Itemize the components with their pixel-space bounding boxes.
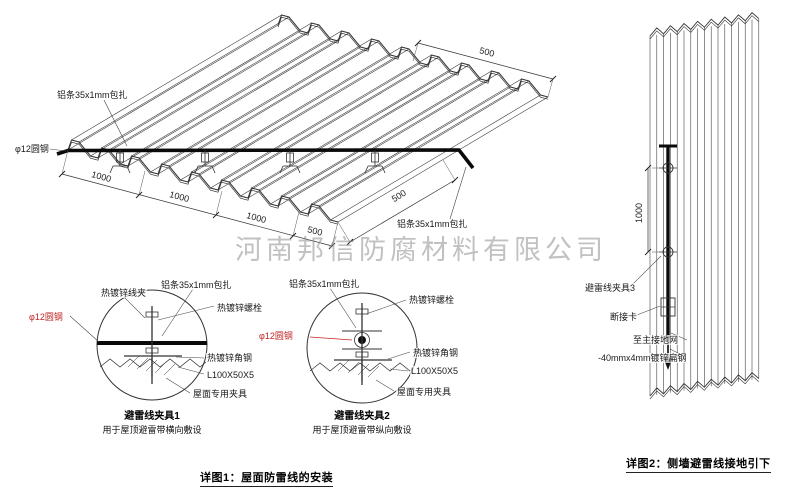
label-to-ground-grid: 至主接地网: [632, 335, 680, 346]
hatching: [127, 355, 176, 376]
disconnect-card: [660, 297, 676, 317]
label-galvanized-bolt-d2: 热镀锌螺栓: [408, 295, 456, 306]
label-aluminum-strip-right: 铝条35x1mm包扎: [396, 219, 469, 230]
roof-corrugated-sheet: [67, 14, 549, 225]
label-angle-steel-d2: 热镀锌角钢: [412, 348, 460, 359]
label-galvanized-bolt-d1: 热镀锌螺栓: [216, 303, 264, 314]
label-wire-clamp-3: 避雷线夹具3: [584, 283, 637, 294]
label-angle-size-d1: L100X50X5: [206, 370, 256, 381]
label-round-steel-main: φ12圆钢: [14, 144, 50, 155]
roof-overlay: [49, 39, 557, 250]
roof-wire-clamp: [109, 150, 131, 174]
leader-lines: [49, 99, 467, 220]
label-angle-size-d2: L100X50X5: [410, 366, 460, 377]
dimension-chain-bottom: [58, 149, 339, 250]
caption-detail-2: 详图2：侧墙避雷线接地引下: [626, 455, 771, 473]
label-angle-steel-d1: 热镀锌角钢: [206, 353, 254, 364]
caption-detail-1: 详图1：屋面防雷线的安装: [200, 469, 334, 487]
label-galvanized-flat-steel: -40mmx4mm镀锌扁钢: [597, 353, 688, 364]
label-disconnect-card: 断接卡: [609, 312, 639, 323]
leader-lines: [69, 288, 215, 394]
label-roof-fixture-d2: 屋面专用夹具: [396, 387, 453, 398]
label-aluminum-strip-top: 铝条35x1mm包扎: [56, 90, 129, 101]
label-roof-fixture-d1: 屋面专用夹具: [192, 389, 249, 400]
leader-lines: [309, 287, 411, 392]
label-aluminum-strip-d2: 铝条35x1mm包扎: [288, 279, 361, 290]
detail-circle-2: [306, 287, 418, 404]
roof-wire-clamp: [194, 150, 216, 174]
dim-label-1000-wall: 1000: [634, 202, 644, 223]
label-aluminum-strip-d1: 铝条35x1mm包扎: [160, 280, 233, 291]
detail-circle-1: [69, 288, 215, 401]
label-galvanized-wire-clamp: 热镀锌线夹: [100, 288, 148, 299]
label-round-steel-d1: φ12圆钢: [28, 312, 64, 323]
dimension-right-500: [337, 159, 459, 246]
label-round-steel-d2: φ12圆钢: [258, 331, 294, 342]
detail2-subtitle: 用于屋顶避雷带纵向敷设: [312, 425, 412, 435]
roof-wire-clamp: [364, 150, 386, 174]
dimension-1000-vertical: [644, 164, 663, 256]
wall-corrugated-sheet: [649, 12, 760, 400]
roof-wire-clamp: [279, 150, 301, 174]
detail1-title: 避雷线夹具1: [124, 411, 180, 422]
lightning-wire: [56, 148, 475, 170]
company-watermark: 河南邦信防腐材料有限公司: [235, 235, 607, 265]
detail1-subtitle: 用于屋顶避雷带横向敷设: [102, 425, 202, 435]
dimension-top-500: [412, 39, 557, 98]
hatching: [337, 359, 380, 378]
detail2-title: 避雷线夹具2: [334, 411, 390, 422]
